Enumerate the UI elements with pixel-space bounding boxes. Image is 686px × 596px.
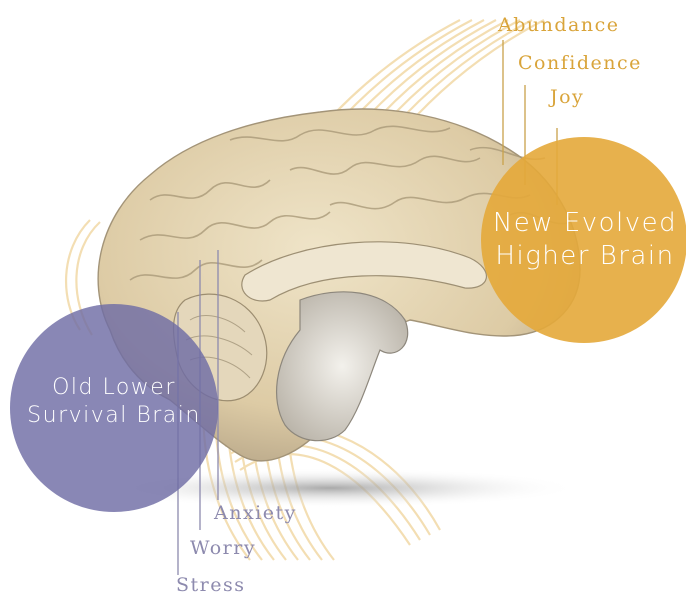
emotion-confidence: Confidence	[518, 52, 642, 74]
higher-brain-title-line1: New Evolved	[482, 207, 686, 240]
higher-brain-title: New Evolved Higher Brain	[482, 207, 686, 272]
emotion-stress: Stress	[176, 574, 245, 596]
lower-brain-title-line1: Old Lower	[12, 374, 216, 402]
emotion-anxiety: Anxiety	[214, 502, 297, 524]
emotion-joy: Joy	[550, 86, 584, 108]
emotion-abundance: Abundance	[498, 14, 619, 36]
lower-brain-title-line2: Survival Brain	[12, 402, 216, 430]
higher-brain-title-line2: Higher Brain	[482, 240, 686, 273]
lower-brain-title: Old Lower Survival Brain	[12, 374, 216, 429]
emotion-worry: Worry	[190, 537, 256, 559]
